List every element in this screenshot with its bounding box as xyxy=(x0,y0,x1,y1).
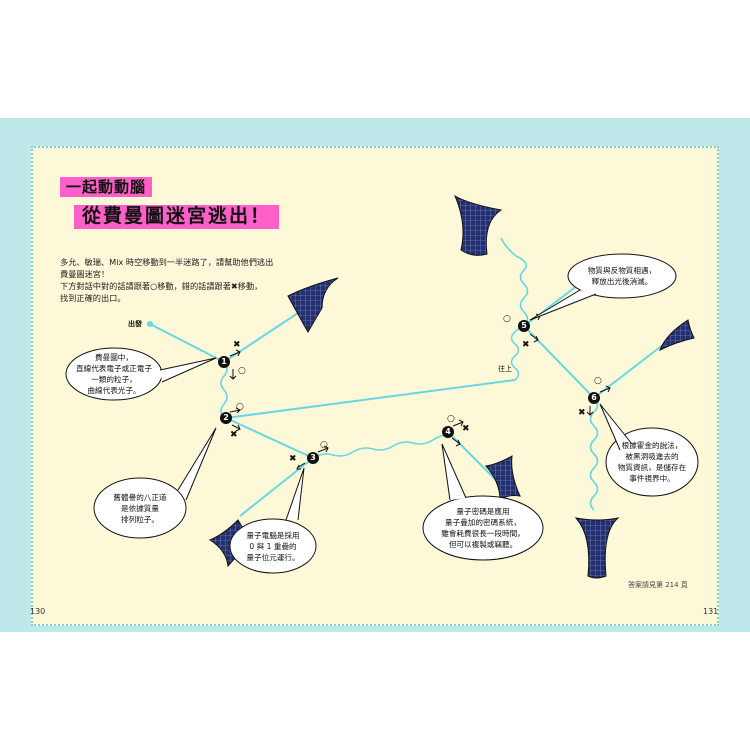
node-4: 4 xyxy=(445,427,451,436)
wormhole-funnel-right xyxy=(659,319,695,352)
cross-mark: ✖ xyxy=(522,340,530,350)
maze-nodes xyxy=(218,320,600,464)
bubble-line: 釋放出光後消滅。 xyxy=(591,277,653,286)
bubble-6-text: 根據霍金的說法， 被黑洞吸進去的 物質資訊，是儲存在 事件視界中。 xyxy=(608,440,696,484)
bubble-5-text: 物質與反物質相遇， 釋放出光後消滅。 xyxy=(572,265,672,287)
bubble-4-text: 量子密碼是應用 量子疊加的密碼系統， 雖會耗費很長一段時間， 但可以複製或竊聽。 xyxy=(426,506,540,550)
node-1: 1 xyxy=(221,357,227,366)
bubble-line: 量子位元運行。 xyxy=(246,553,300,562)
bubble-line: 事件視界中。 xyxy=(629,474,675,483)
bubble-line: 曲線代表光子。 xyxy=(87,386,141,395)
intro-line: 找到正確的出口。 xyxy=(60,293,126,303)
bubble-1-text: 費曼圖中， 直線代表電子或正電子 一類的粒子， 曲線代表光子。 xyxy=(70,352,158,396)
node-6: 6 xyxy=(591,393,597,402)
circle-mark: ○ xyxy=(594,376,602,386)
bubble-line: 根據霍金的說法， xyxy=(621,441,683,450)
cross-mark: ✖ xyxy=(289,454,297,464)
cross-mark: ✖ xyxy=(578,408,586,418)
node-3: 3 xyxy=(310,453,316,462)
puzzle-title-text: 從費曼圖迷宮逃出！ xyxy=(74,205,280,229)
start-label: 出發 xyxy=(128,320,142,328)
puzzle-heading: 一起動動腦 xyxy=(60,176,153,197)
bubble-line: 被黑洞吸進去的 xyxy=(625,452,679,461)
bubble-3-text: 量子電腦是採用 0 與 1 重疊的 量子位元運行。 xyxy=(233,530,313,563)
page-number-left: 130 xyxy=(30,607,46,616)
circle-mark: ○ xyxy=(447,414,455,424)
puzzle-heading-text: 一起動動腦 xyxy=(60,177,153,197)
circle-mark: ○ xyxy=(320,440,328,450)
bubble-line: 排列粒子。 xyxy=(121,515,159,524)
bubble-line: 物質資訊，是儲存在 xyxy=(617,463,687,472)
bubble-line: 物質與反物質相遇， xyxy=(587,266,657,275)
answer-note: 答案請見第 214 頁 xyxy=(628,581,688,589)
puzzle-title: 從費曼圖迷宮逃出！ xyxy=(74,201,280,229)
bubble-2-text: 舊體譽的八正道 是依據質量 排列粒子。 xyxy=(98,492,182,525)
bubble-line: 直線代表電子或正電子 xyxy=(76,364,152,373)
speech-bubbles xyxy=(65,253,699,574)
bubble-line: 量子疊加的密碼系統， xyxy=(445,518,521,527)
circle-mark: ○ xyxy=(236,402,244,412)
bubble-line: 費曼圖中， xyxy=(95,353,133,362)
start-dot xyxy=(147,321,153,327)
photon-paths xyxy=(220,237,599,511)
bubble-line: 0 與 1 重疊的 xyxy=(249,542,297,551)
cross-mark: ✖ xyxy=(233,340,241,350)
bubble-line: 量子密碼是應用 xyxy=(456,507,510,516)
circle-mark: ○ xyxy=(503,314,511,324)
intro-line: 下方對話中對的話請跟著○移動，錯的話請跟著✖移動， xyxy=(60,281,263,291)
bubble-line: 雖會耗費很長一段時間， xyxy=(441,529,525,538)
node-5: 5 xyxy=(521,321,527,330)
bubble-line: 是依據質量 xyxy=(121,504,159,513)
node-2: 2 xyxy=(223,413,229,422)
bubble-line: 但可以複製或竊聽。 xyxy=(448,540,518,549)
bubble-line: 量子電腦是採用 xyxy=(246,531,300,540)
intro-line: 多允、敏瑞、Mix 時空移動到一半迷路了，請幫助他們逃出 xyxy=(60,257,274,267)
wormhole-funnel-bottom-right xyxy=(574,517,620,579)
cross-mark: ✖ xyxy=(462,424,470,434)
bubble-line: 一類的粒子， xyxy=(91,375,137,384)
wormhole-funnel-top-center xyxy=(453,194,503,256)
wormhole-funnel-middle xyxy=(485,455,521,501)
wormhole-funnel-top-left xyxy=(287,277,339,334)
cross-mark: ✖ xyxy=(230,430,238,440)
bubble-line: 舊體譽的八正道 xyxy=(113,493,167,502)
circle-mark: ○ xyxy=(238,366,246,376)
intro-text: 多允、敏瑞、Mix 時空移動到一半迷路了，請幫助他們逃出 費曼圖迷宮！ 下方對話… xyxy=(60,256,280,304)
up-label: 往上 xyxy=(498,365,512,373)
page-number-right: 131 xyxy=(703,607,719,616)
intro-line: 費曼圖迷宮！ xyxy=(60,269,110,279)
